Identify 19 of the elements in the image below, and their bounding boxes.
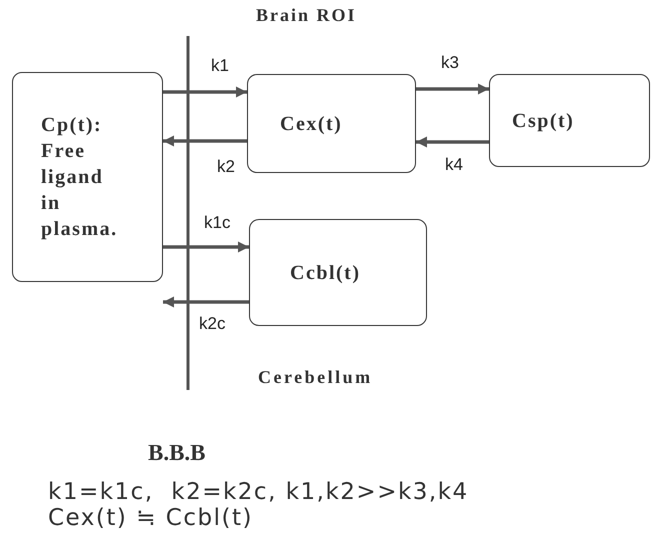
arrow — [163, 296, 249, 308]
arrow — [416, 136, 489, 148]
arrow — [416, 84, 489, 94]
compartment-label: Ccbl(t) — [290, 260, 360, 286]
barrier-label: B.B.B — [148, 440, 206, 466]
compartment-label: Cp(t): Free ligand in plasma. — [41, 113, 118, 242]
compartment-label: Cex(t) — [280, 112, 342, 136]
arrow — [163, 242, 249, 252]
equation-text: Cex(t) ≒ Ccbl(t) — [48, 506, 253, 532]
region-label: Cerebellum — [258, 368, 373, 388]
arrow — [163, 136, 247, 146]
arrow — [163, 86, 247, 98]
compartment-box — [12, 72, 163, 282]
compartment-box — [489, 74, 650, 167]
compartment-box — [247, 74, 416, 173]
compartment-label: Csp(t) — [512, 108, 574, 134]
equation-text: k1=k1c, k2=k2c, k1,k2>>k3,k4 — [48, 480, 469, 506]
compartment-box — [249, 219, 427, 326]
region-label: Brain ROI — [256, 6, 357, 26]
